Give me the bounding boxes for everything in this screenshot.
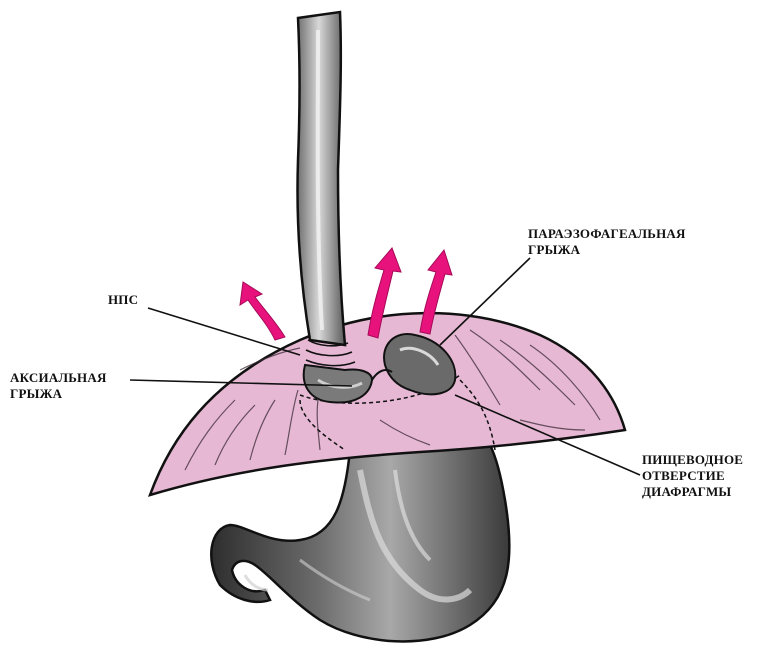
label-paraesophageal-hernia: ПАРАЭЗОФАГЕАЛЬНАЯ ГРЫЖА — [528, 226, 686, 258]
stomach — [211, 445, 509, 641]
label-paraesophageal-line2: ГРЫЖА — [528, 242, 686, 258]
label-axial-hernia: АКСИАЛЬНАЯ ГРЫЖА — [10, 370, 107, 402]
esophagus — [298, 12, 356, 366]
arrow-left — [240, 282, 285, 340]
label-nps: НПС — [108, 292, 138, 308]
label-axial-line1: АКСИАЛЬНАЯ — [10, 370, 107, 386]
label-hiatus-line3: ДИАФРАГМЫ — [642, 484, 743, 500]
label-paraesophageal-line1: ПАРАЭЗОФАГЕАЛЬНАЯ — [528, 226, 686, 242]
axial-hernia — [304, 365, 372, 403]
label-hiatus-line1: ПИЩЕВОДНОЕ — [642, 452, 743, 468]
label-hiatus-line2: ОТВЕРСТИЕ — [642, 468, 743, 484]
label-axial-line2: ГРЫЖА — [10, 386, 107, 402]
label-esophageal-hiatus: ПИЩЕВОДНОЕ ОТВЕРСТИЕ ДИАФРАГМЫ — [642, 452, 743, 500]
